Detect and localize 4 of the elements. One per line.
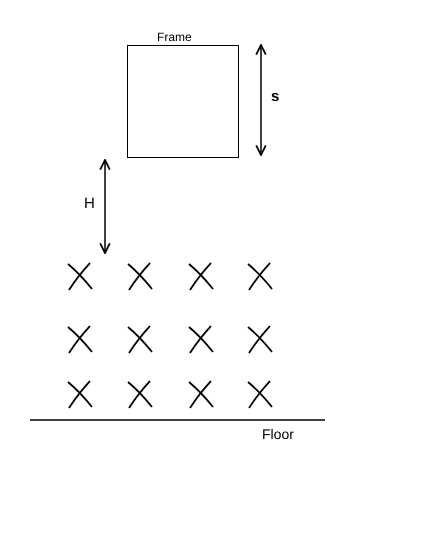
floor-label: Floor — [262, 426, 294, 442]
dimension-label: H — [84, 195, 95, 212]
frame-label: Frame — [157, 31, 192, 44]
dimension-label: s — [271, 88, 280, 105]
